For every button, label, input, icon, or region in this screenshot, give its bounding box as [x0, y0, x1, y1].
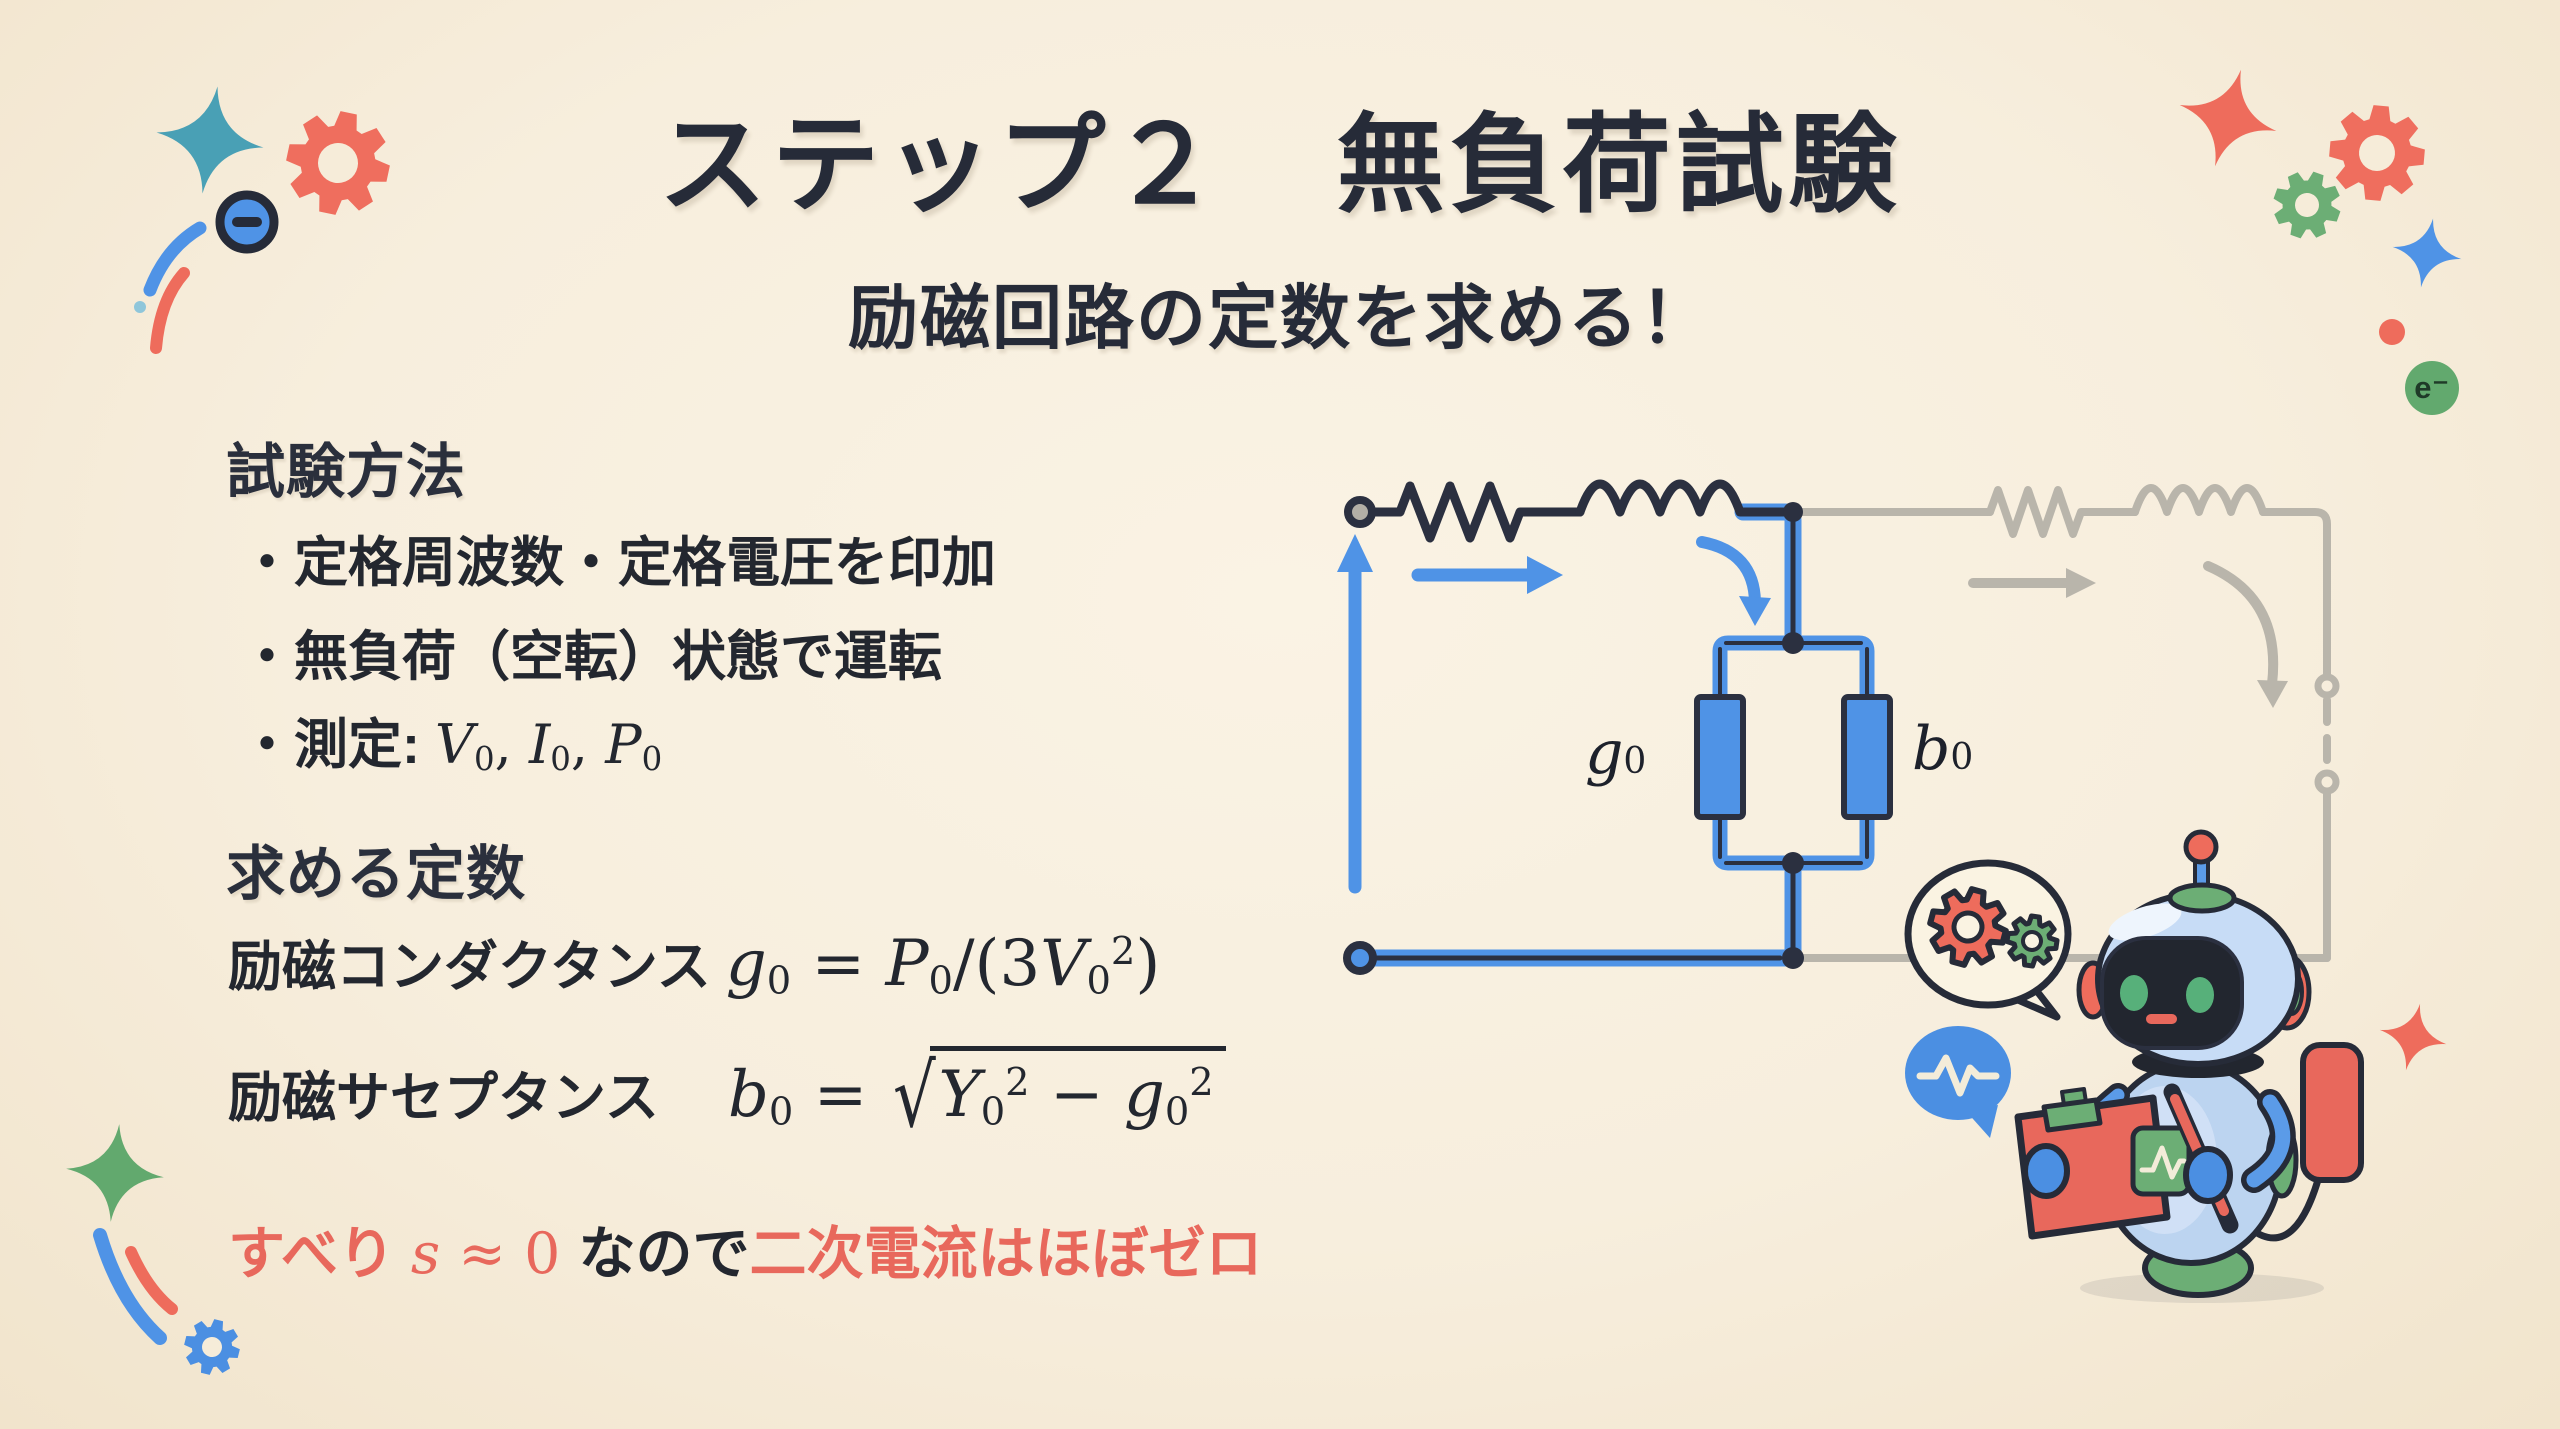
red-arc — [125, 1246, 178, 1315]
susceptance-line: 励磁サセプタンス b0 = √Y02 − g02 — [228, 1046, 1226, 1148]
electron-badge-label: e⁻ — [2414, 370, 2450, 405]
clipboard — [2014, 1094, 2171, 1240]
red-dot — [2379, 319, 2405, 345]
excitation-current-arrow — [1696, 536, 1771, 626]
input-terminal-bottom — [1343, 941, 1377, 975]
method-bullet-3: ・測定: V0, I0, P0 — [240, 713, 663, 779]
robot-mascot — [1904, 829, 2447, 1303]
primary-inductor — [1575, 479, 1790, 517]
secondary-arrowheads — [2066, 568, 2288, 708]
susceptance-lhs: b0 = — [727, 1058, 888, 1135]
robot-right-arm — [2246, 1094, 2291, 1188]
robot-left-hand — [2022, 1143, 2070, 1199]
primary-resistor — [1395, 481, 1585, 543]
red-gear-icon — [2329, 105, 2425, 201]
secondary-resistor — [1986, 486, 2139, 538]
robot-mouth — [2146, 1014, 2177, 1024]
primary-circuit — [1363, 479, 1869, 961]
red-sparkle-icon — [2179, 69, 2277, 167]
chest-screen-waveform-icon — [2139, 1145, 2187, 1180]
page-title: ステップ２ 無負荷試験 — [658, 104, 1902, 225]
method-bullet-2: ・無負荷（空転）状態で運転 — [240, 627, 942, 687]
robot-antenna-ball — [2183, 829, 2219, 865]
input-terminal-top — [1344, 496, 1376, 528]
page-subtitle: 励磁回路の定数を求める！ — [848, 279, 1712, 357]
blue-arc — [93, 1228, 167, 1345]
gear-speech-bubble — [1904, 859, 2072, 1021]
green-gear-icon — [2004, 913, 2060, 969]
slip-note: すべり s ≈ 0 なので二次電流はほぼゼロ — [228, 1221, 1263, 1287]
electron-badge — [2405, 361, 2459, 415]
electron-icon — [215, 190, 279, 254]
blue-gear-icon — [184, 1319, 240, 1375]
current-arrow — [1411, 556, 1563, 594]
conductance-formula: g0 = P0/(3V02) — [725, 927, 1161, 1004]
junction-dots — [1782, 502, 1804, 969]
blue-arc — [143, 221, 207, 297]
robot-left-eye — [2120, 975, 2148, 1011]
conductance-label: 励磁コンダクタンス — [228, 937, 726, 997]
conductance-line: 励磁コンダクタンス g0 = P0/(3V02) — [228, 922, 1160, 1003]
robot-cap — [2167, 882, 2237, 914]
robot-head-highlight — [2108, 903, 2182, 941]
teal-sparkle-icon — [156, 86, 264, 194]
robot-right-hand — [2183, 1146, 2233, 1204]
red-sparkle-icon — [2379, 1003, 2447, 1071]
red-gear-icon — [1927, 886, 2009, 968]
susceptance-sqrt: √Y02 − g02 — [888, 1046, 1226, 1148]
pulse-waveform-icon — [1916, 1054, 2000, 1097]
pulse-speech-bubble — [1905, 1026, 2011, 1138]
sqrt-sign: √ — [892, 1047, 936, 1148]
voltage-arrow — [1337, 534, 1373, 894]
robot-backpack — [2300, 1042, 2364, 1183]
green-sparkle-icon — [66, 1124, 164, 1222]
constants-heading: 求める定数 — [226, 841, 527, 907]
susceptance-label: 励磁サセプタンス — [228, 1068, 728, 1128]
robot-right-eye — [2186, 977, 2214, 1013]
sqrt-radicand: Y02 − g02 — [930, 1046, 1226, 1134]
method-heading: 試験方法 — [226, 439, 467, 505]
red-arc — [150, 267, 190, 354]
blue-sparkle-icon — [2392, 218, 2462, 288]
secondary-branch-arrow — [2203, 561, 2279, 689]
clipboard-clip — [2041, 1097, 2103, 1133]
small-dot — [134, 301, 146, 313]
secondary-inductor — [2131, 484, 2267, 516]
slip-ring-terminal — [2314, 673, 2340, 699]
conductance-element — [1694, 694, 1746, 820]
susceptance-element — [1841, 694, 1893, 820]
circuit-diagram — [1337, 479, 2340, 975]
red-gear-icon — [286, 111, 390, 215]
robot-visor — [2100, 936, 2244, 1050]
green-gear-icon — [2273, 171, 2341, 239]
method-bullet-1: ・定格周波数・定格電圧を印加 — [240, 533, 996, 593]
